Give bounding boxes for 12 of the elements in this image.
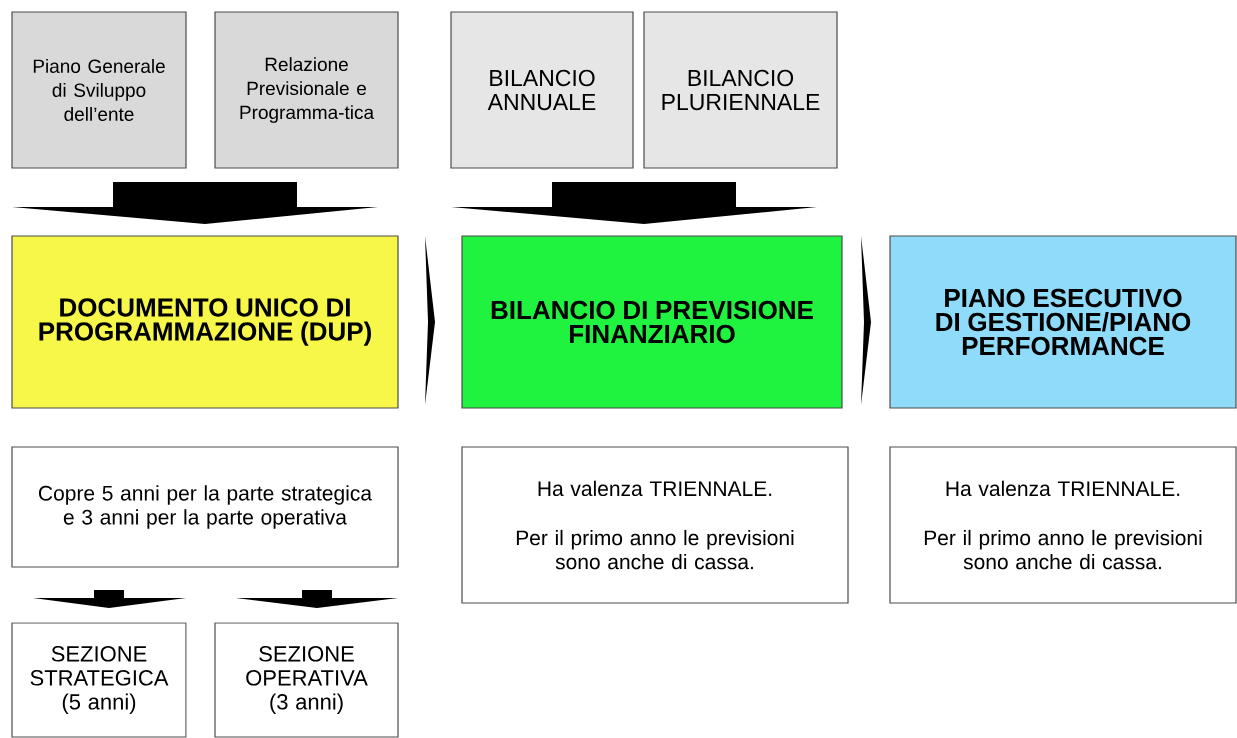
source-box: Relazione Previsionale e Programma-tica: [214, 11, 399, 169]
note-box: Copre 5 anni per la parte strategica e 3 anni per la parte operativa: [11, 446, 399, 568]
main-box: BILANCIO DI PREVISIONE FINANZIARIO: [461, 235, 843, 409]
source-box: BILANCIO ANNUALE: [450, 11, 634, 169]
source-box: Piano Generale di Sviluppo dell’ente: [11, 11, 187, 169]
main-box: DOCUMENTO UNICO DI PROGRAMMAZIONE (DUP): [11, 235, 399, 409]
source-box: BILANCIO PLURIENNALE: [643, 11, 838, 169]
note-box: Ha valenza TRIENNALE. Per il primo anno le previsioni sono anche di cassa.: [461, 446, 849, 604]
section-box: SEZIONE OPERATIVA (3 anni): [214, 622, 399, 738]
note-box: Ha valenza TRIENNALE. Per il primo anno le previsioni sono anche di cassa.: [889, 446, 1237, 604]
section-box: SEZIONE STRATEGICA (5 anni): [11, 622, 187, 738]
main-box: PIANO ESECUTIVO DI GESTIONE/PIANO PERFORMANCE: [889, 235, 1237, 409]
